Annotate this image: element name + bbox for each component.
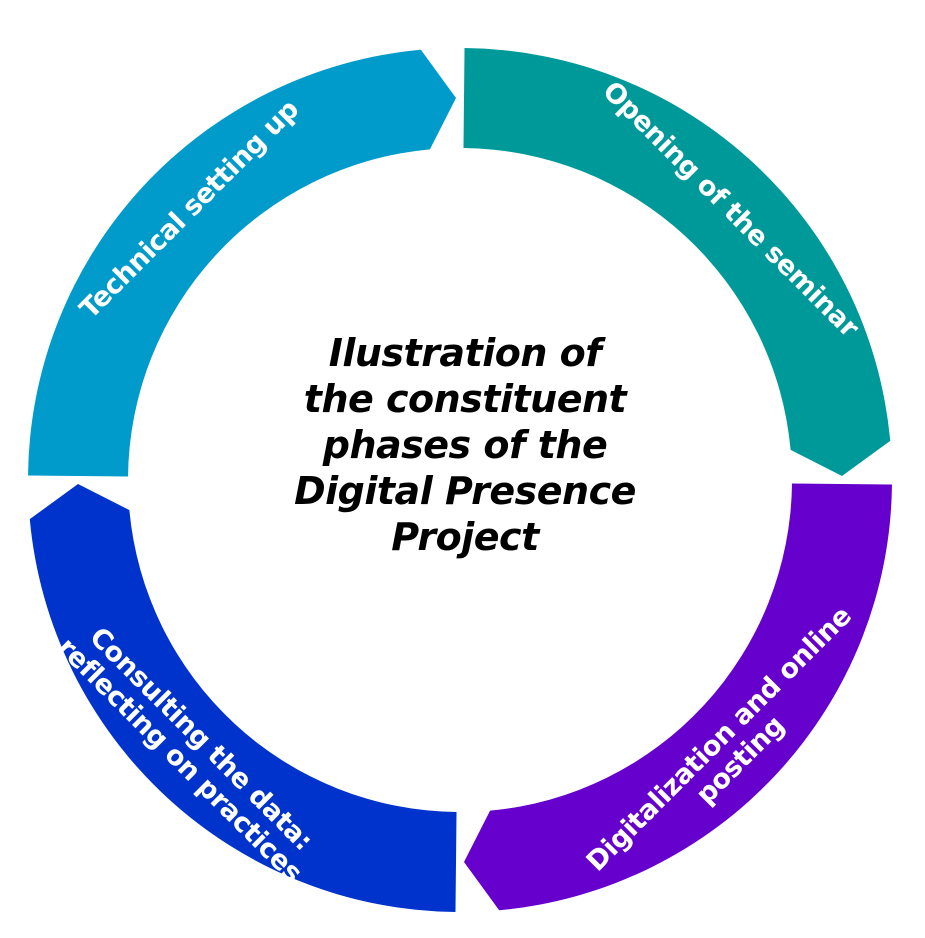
title-line: phases of the [322, 423, 608, 467]
title-line: Ilustration of [328, 331, 602, 375]
phase-label-opening-of-the-seminar: Opening of the seminar [597, 75, 866, 344]
segment-consulting-the-data [29, 484, 457, 912]
cycle-segments [28, 48, 892, 912]
phase-label-line: Technical setting up [74, 94, 305, 325]
phase-label-line: Digitalization and online [580, 600, 857, 877]
segment-digitalization-and-online-posting [464, 483, 892, 911]
diagram-title: Ilustration of the constituent phases of… [260, 330, 670, 560]
phase-label-technical-setting-up: Technical setting up [74, 94, 305, 325]
phase-label-digitalization-and-online-posting: Digitalization and onlineposting [580, 600, 878, 898]
segment-opening-of-the-seminar [463, 48, 891, 477]
segment-technical-setting-up [28, 49, 457, 477]
phase-label-consulting-the-data: Consulting the data:reflecting on practi… [52, 610, 330, 888]
title-line: Digital Presence [294, 469, 636, 513]
title-line: Project [391, 515, 539, 559]
title-line: the constituent [303, 377, 627, 421]
phase-label-line: Opening of the seminar [597, 75, 866, 344]
